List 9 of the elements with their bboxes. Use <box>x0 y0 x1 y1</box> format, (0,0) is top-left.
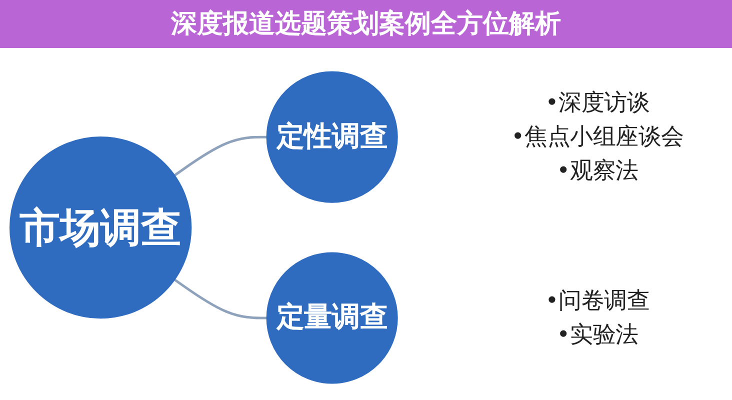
node-label: •实验法 <box>556 322 638 348</box>
node-circle: 市场调查 <box>9 136 192 319</box>
node-label: •问卷调查 <box>545 288 650 314</box>
connector <box>174 278 267 320</box>
node-label: •观察法 <box>556 158 638 185</box>
node-label: •深度访谈 <box>545 90 650 116</box>
connector <box>174 136 267 176</box>
title-banner: 深度报道选题策划案例全方位解析 <box>0 0 732 48</box>
node-label: •焦点小组座谈会 <box>511 124 684 150</box>
